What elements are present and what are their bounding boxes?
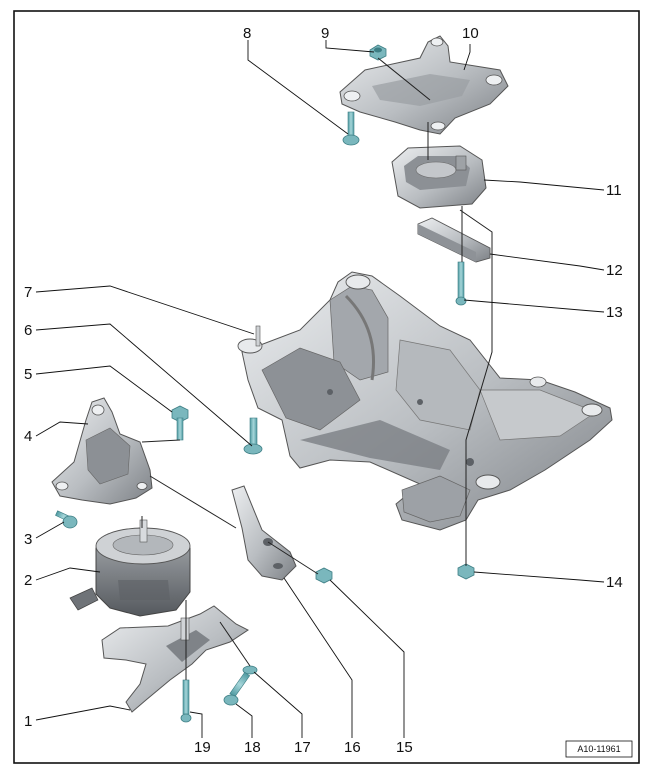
bolt-5-part [171,405,189,441]
callout-8: 8 [243,25,251,42]
callout-11: 11 [606,182,622,199]
bracket-16-part [231,485,297,581]
damper-12-part [417,217,491,263]
assembly-guide-lines [141,57,493,680]
callout-7: 7 [24,284,32,301]
callout-6: 6 [24,322,32,339]
callout-15: 15 [396,739,413,756]
bolt-18-part [223,671,251,706]
leader-lines [35,40,605,738]
callout-10: 10 [462,25,479,42]
diagram-frame [13,10,640,764]
callout-14: 14 [606,574,623,591]
bracket-4-part [51,397,153,505]
callout-2: 2 [24,572,32,589]
callout-16: 16 [344,739,361,756]
bolt-3-part [55,510,78,529]
callout-labels: 1 2 3 4 5 6 7 8 9 10 11 12 13 14 15 16 1… [24,25,623,756]
mount-bearing-11-part [391,145,487,209]
bolt-19-part [180,679,192,723]
callout-9: 9 [321,25,329,42]
nut-9-part [369,44,387,61]
nut-15-part [315,567,333,584]
bolt-13-part [455,261,467,306]
callout-19: 19 [194,739,211,756]
bracket-1-part [101,605,249,713]
upper-bracket-part [339,35,509,135]
callout-3: 3 [24,531,32,548]
callout-5: 5 [24,366,32,383]
callout-4: 4 [24,428,32,445]
pin-7-part [255,325,261,347]
engine-mount-2-part [69,519,191,617]
callout-17: 17 [294,739,311,756]
subframe-part [237,271,613,531]
callout-18: 18 [244,739,261,756]
reference-code: A10-11961 [577,744,620,754]
nut-14-part [457,563,475,580]
reference-code-box: A10-11961 [565,740,633,758]
bolt-6-part [243,417,263,455]
callout-1: 1 [24,713,32,730]
callout-12: 12 [606,262,623,279]
bolt-8-part [342,111,360,146]
callout-13: 13 [606,304,623,321]
